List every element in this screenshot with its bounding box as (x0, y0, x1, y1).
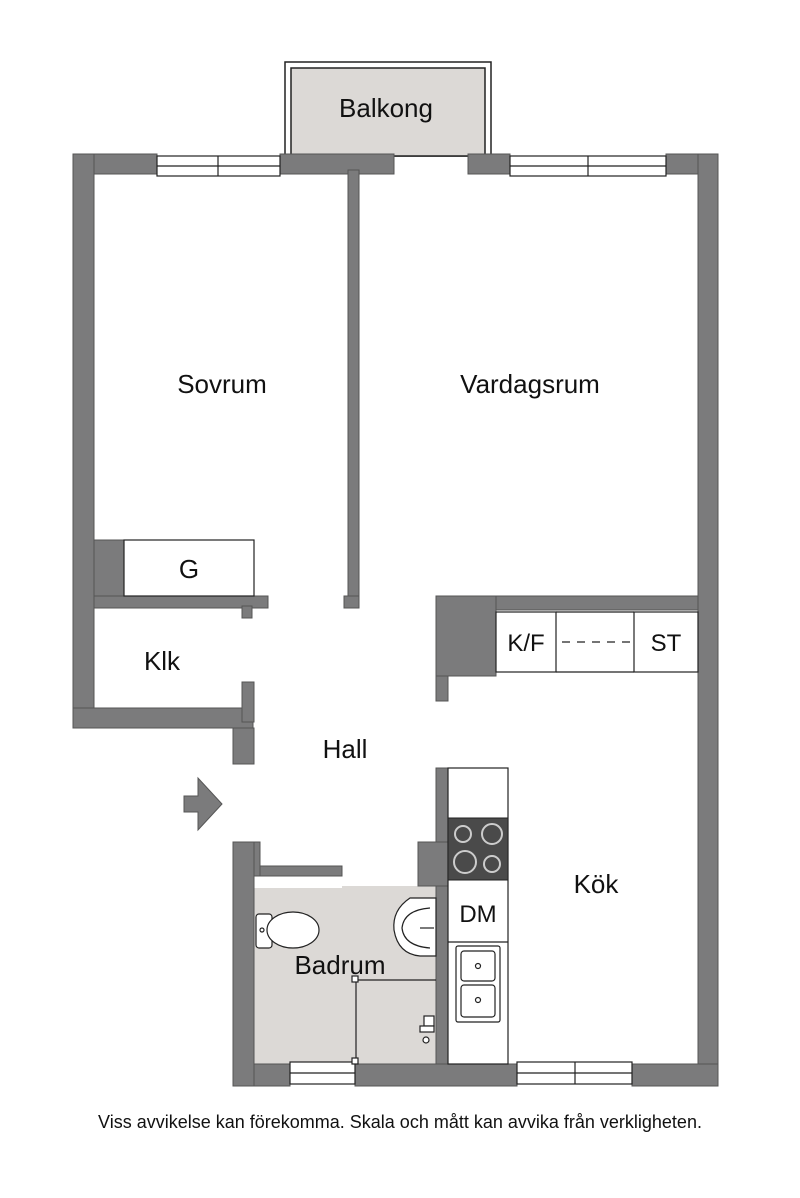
kitchen-counter (447, 767, 509, 1065)
bathroom-floor-top (254, 874, 342, 888)
entry-arrow-icon (183, 776, 223, 832)
room-label-bathroom: Badrum (294, 950, 385, 980)
kitchen-upper-units (495, 611, 699, 673)
wardrobe (123, 539, 255, 597)
balcony (284, 61, 492, 157)
room-label-hall: Hall (323, 734, 368, 764)
toilet-icon (255, 911, 320, 949)
appliance-label-fridge-freezer: K/F (507, 630, 544, 657)
sink-icon (455, 945, 501, 1023)
windows (156, 155, 667, 1085)
room-label-closet: Klk (144, 646, 181, 676)
room-label-living-room: Vardagsrum (460, 369, 600, 399)
room-label-wardrobe: G (179, 554, 199, 584)
walls (72, 153, 719, 1087)
room-label-bedroom: Sovrum (177, 369, 267, 399)
washbasin-icon (393, 897, 437, 957)
room-label-kitchen: Kök (574, 869, 620, 899)
faucet-icon (419, 1015, 435, 1044)
disclaimer-text: Viss avvikelse kan förekomma. Skala och … (98, 1112, 702, 1132)
appliance-label-cabinet: ST (651, 630, 682, 657)
plumbing-lines (351, 975, 436, 1065)
floor-plan: Balkong Sovrum Vardagsrum G Klk Hall Kök… (72, 61, 719, 1087)
room-label-balcony: Balkong (339, 93, 433, 123)
appliance-label-dishwasher: DM (459, 901, 496, 928)
stove-icon (447, 817, 509, 881)
